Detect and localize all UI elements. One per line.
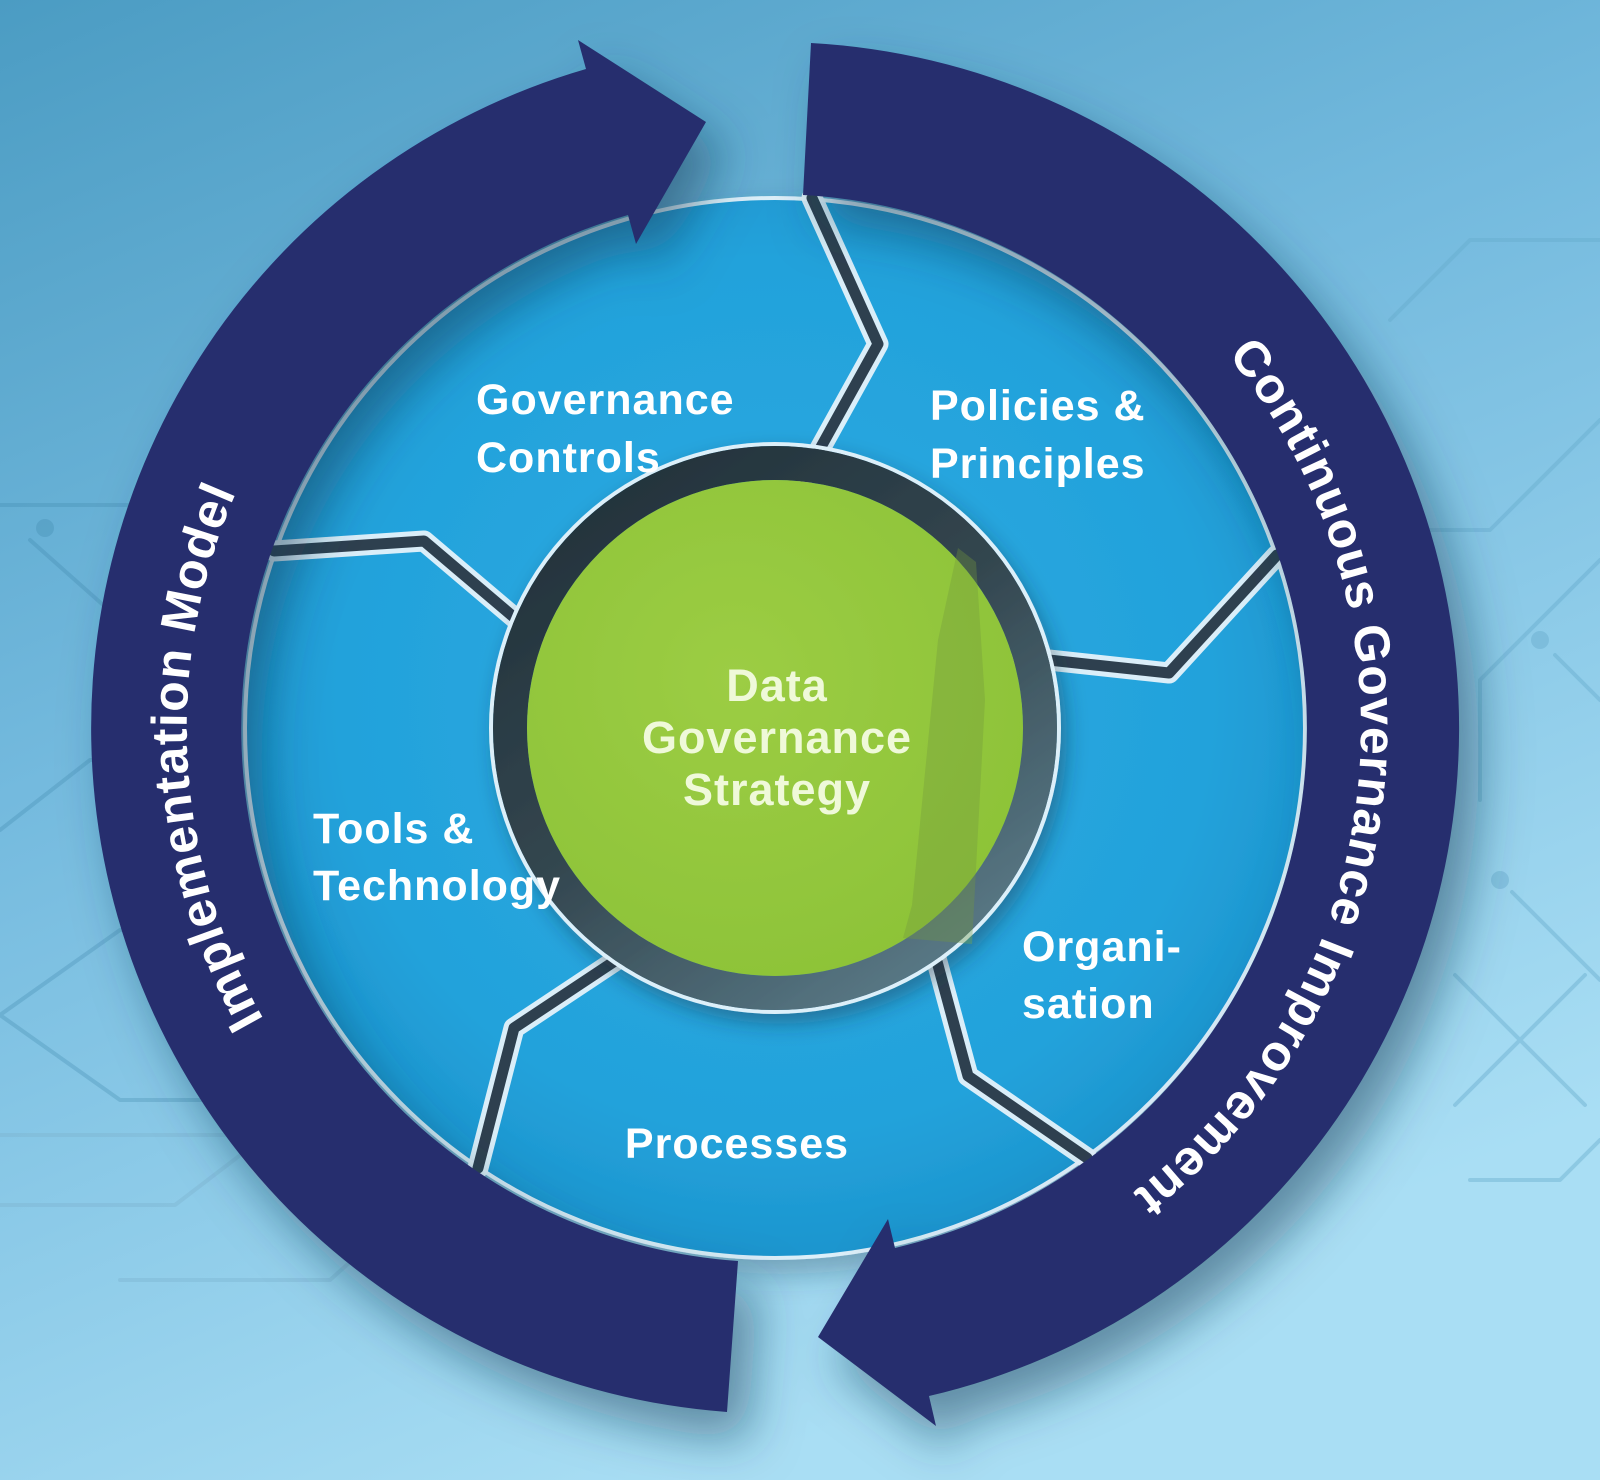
divider-dark-lines [268, 192, 1283, 1174]
segment-governance-controls: Governance Controls [476, 376, 735, 482]
segment-label: Processes [625, 1120, 849, 1168]
segment-tools-technology: Tools & Technology [313, 805, 561, 910]
segment-organisation: Organi- sation [1022, 923, 1182, 1028]
segment-label: sation [1022, 980, 1155, 1028]
cycle-ring [91, 40, 1460, 1426]
center-hub [489, 442, 1061, 1014]
hub-outer-rim [489, 442, 1061, 1014]
hub-green-circle [527, 480, 1023, 976]
center-line-1: Data [726, 660, 828, 711]
center-title: Data Governance Strategy [642, 660, 912, 815]
segment-label: Tools & [313, 805, 474, 853]
cycle-arrow-right [803, 43, 1460, 1426]
segment-processes: Processes [625, 1120, 849, 1168]
segment-label: Governance [476, 376, 735, 424]
center-line-3: Strategy [683, 764, 871, 815]
segment-label: Controls [476, 434, 661, 482]
segment-labels: Governance Controls Policies & Principle… [313, 376, 1182, 1168]
segment-label: Technology [313, 862, 561, 910]
cycle-arrow-left [91, 40, 738, 1412]
segment-dividers [263, 187, 1288, 1179]
segment-label: Organi- [1022, 923, 1182, 971]
hub-watermark-shape [903, 548, 985, 944]
center-line-2: Governance [642, 712, 912, 763]
segment-label: Policies & [930, 382, 1146, 430]
segment-policies-principles: Policies & Principles [930, 382, 1146, 488]
hub-dark-ring [493, 446, 1057, 1010]
segment-label: Principles [930, 440, 1146, 488]
